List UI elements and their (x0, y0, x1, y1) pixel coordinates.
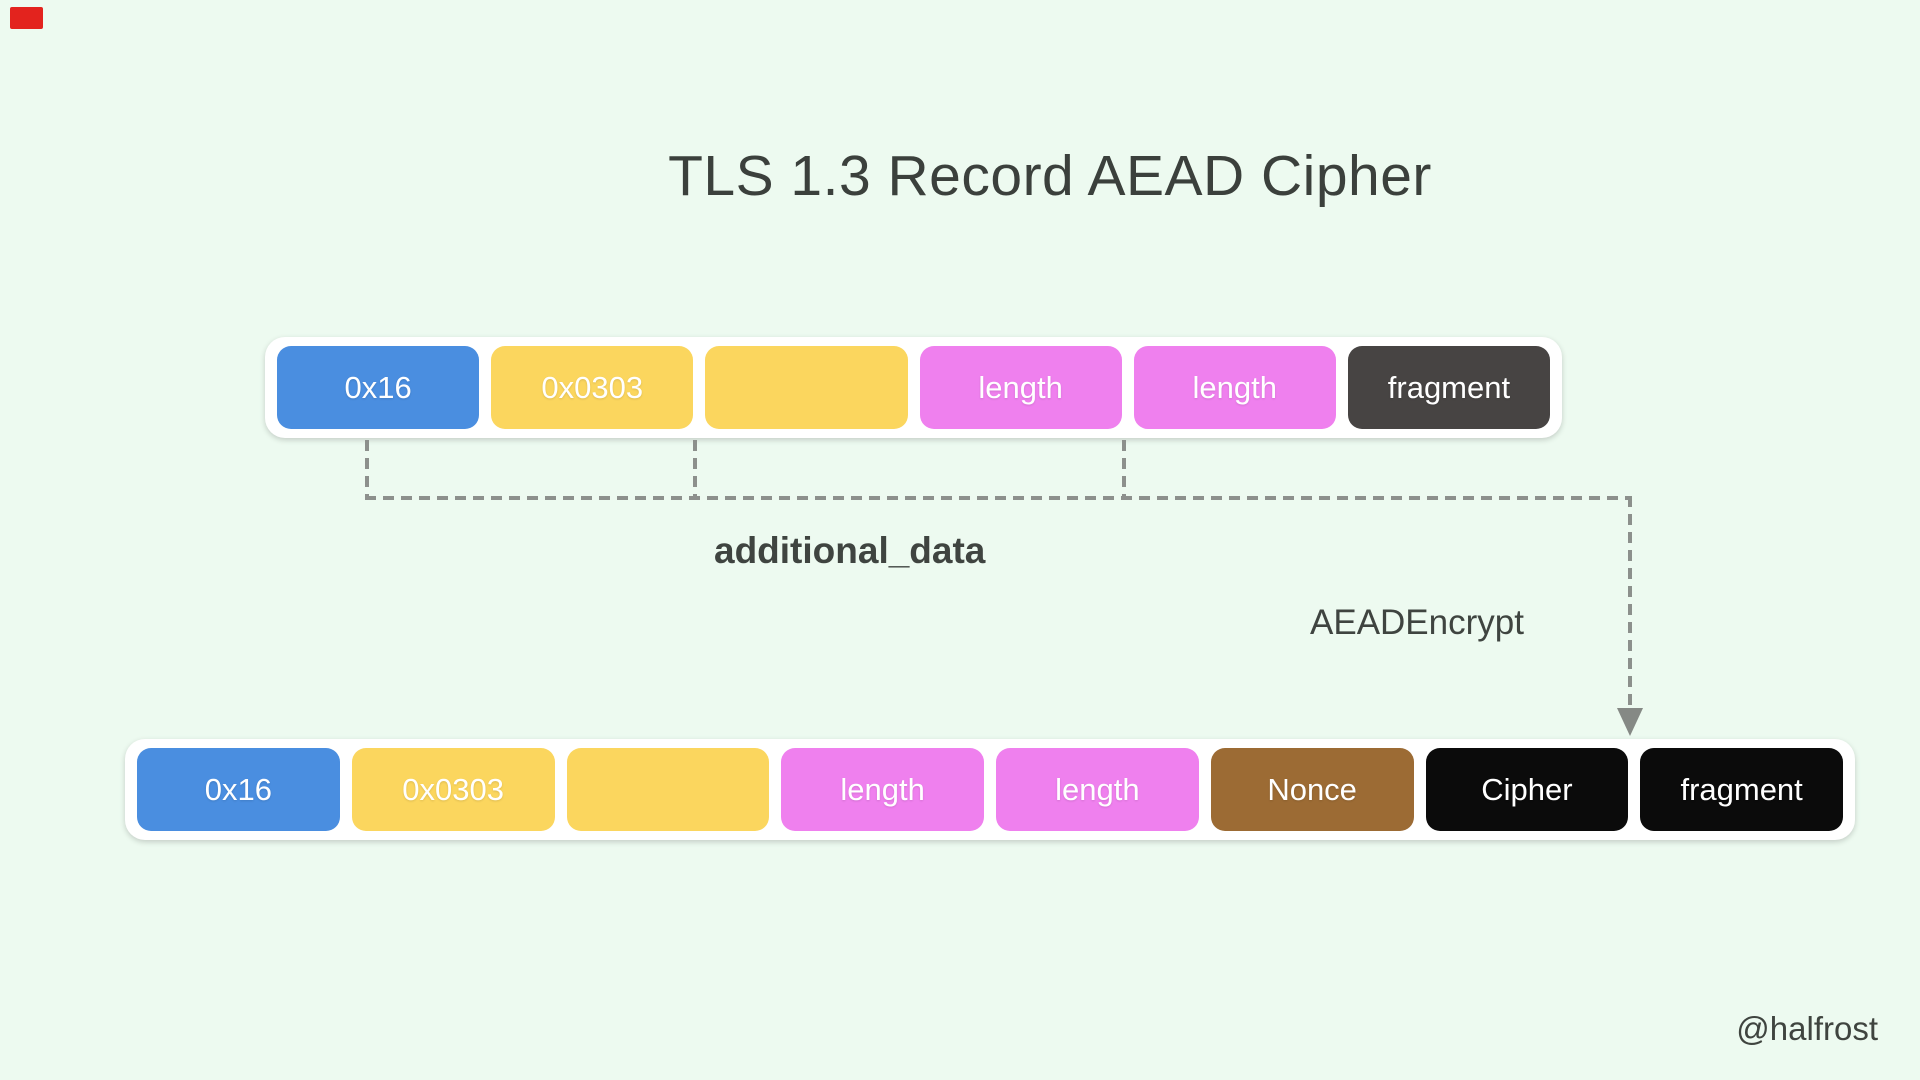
additional-data-rail (365, 496, 1632, 500)
author-watermark: @halfrost (1736, 1010, 1878, 1047)
bracket-tick-3 (1122, 440, 1126, 498)
bracket-tick-1 (365, 440, 369, 498)
plaintext-record-row: 0x16 0x0303 length length fragment (265, 337, 1562, 438)
field-fragment: fragment (1640, 748, 1843, 831)
aead-encrypt-label: AEADEncrypt (1310, 603, 1524, 642)
field-0x16: 0x16 (277, 346, 480, 429)
field-blank (705, 346, 908, 429)
field-0x0303: 0x0303 (351, 748, 555, 831)
arrowhead-down-icon (1617, 708, 1643, 736)
field-cipher: Cipher (1425, 748, 1629, 831)
field-length-2: length (996, 748, 1199, 831)
field-fragment: fragment (1347, 346, 1551, 429)
bracket-tick-2 (693, 440, 697, 498)
field-0x0303: 0x0303 (491, 346, 694, 429)
field-blank (566, 748, 770, 831)
additional-data-label: additional_data (714, 530, 986, 571)
field-length-1: length (781, 748, 984, 831)
field-length-2: length (1133, 346, 1336, 429)
ciphertext-record-row: 0x16 0x0303 length length Nonce Cipher f… (125, 739, 1855, 840)
field-0x16: 0x16 (137, 748, 340, 831)
field-nonce: Nonce (1210, 748, 1414, 831)
field-length-1: length (919, 346, 1122, 429)
diagram-title: TLS 1.3 Record AEAD Cipher (668, 144, 1432, 208)
record-indicator-badge (10, 7, 43, 29)
encrypt-arrow-line (1628, 496, 1632, 710)
